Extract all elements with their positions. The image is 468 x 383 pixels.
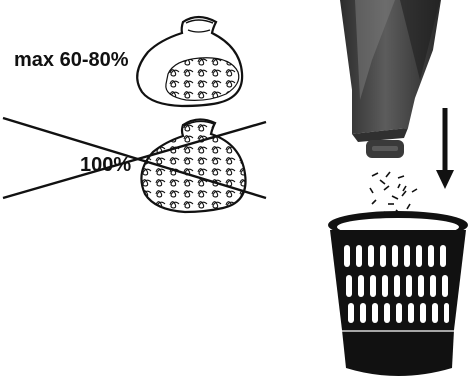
vacuum-hose-icon: [340, 0, 441, 158]
filled-bag-icon: [137, 17, 242, 106]
max-fill-label: max 60-80%: [14, 49, 129, 72]
full-fill-label: 100%: [80, 154, 131, 177]
arrow-down-icon: [436, 108, 454, 189]
waste-basket-icon: [328, 211, 468, 376]
